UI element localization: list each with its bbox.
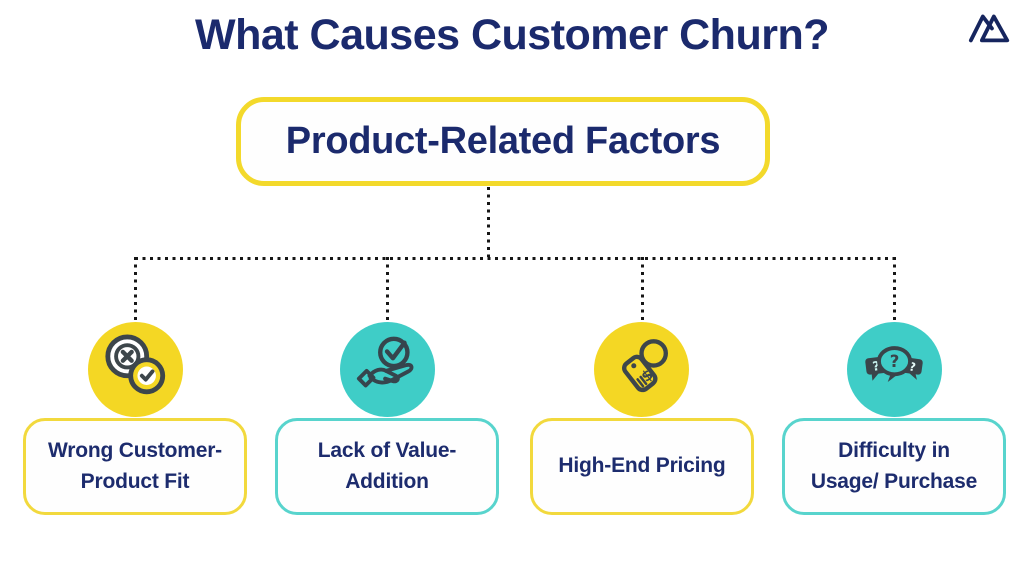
connector-drop-2 [386, 257, 389, 322]
node-2-icon-circle [340, 322, 435, 417]
root-node-label: Product-Related Factors [285, 120, 721, 162]
svg-text:?: ? [908, 359, 917, 374]
node-card-high-end-pricing: High-End Pricing [530, 418, 754, 515]
node-card-label: Difficulty in Usage/ Purchase [810, 439, 978, 493]
node-card-lack-of-value-addition: Lack of Value- Addition [275, 418, 499, 515]
connector-drop-1 [134, 257, 137, 322]
node-card-label: High-End Pricing [558, 454, 726, 478]
question-speech-bubbles-icon: ? ? ? [861, 333, 929, 406]
node-1-icon-circle [88, 322, 183, 417]
mountain-logo-icon [968, 8, 1012, 51]
node-4-icon-circle: ? ? ? [847, 322, 942, 417]
page-title: What Causes Customer Churn? [195, 11, 829, 59]
node-card-label: Wrong Customer- Product Fit [48, 439, 222, 493]
price-tag-icon: $ [608, 333, 676, 406]
hand-offering-check-icon [354, 333, 422, 406]
svg-text:?: ? [871, 358, 880, 374]
node-card-label: Lack of Value- Addition [317, 439, 457, 493]
root-node-product-related-factors: Product-Related Factors [236, 97, 770, 186]
connector-root-stem [487, 187, 490, 257]
svg-text:?: ? [889, 352, 899, 371]
connector-horizontal-rail [135, 257, 895, 260]
connector-drop-3 [641, 257, 644, 322]
node-3-icon-circle: $ [594, 322, 689, 417]
node-card-difficulty-in-usage-purchase: Difficulty in Usage/ Purchase [782, 418, 1006, 515]
mismatch-check-target-icon [102, 333, 170, 406]
connector-drop-4 [893, 257, 896, 322]
node-card-wrong-customer-product-fit: Wrong Customer- Product Fit [23, 418, 247, 515]
